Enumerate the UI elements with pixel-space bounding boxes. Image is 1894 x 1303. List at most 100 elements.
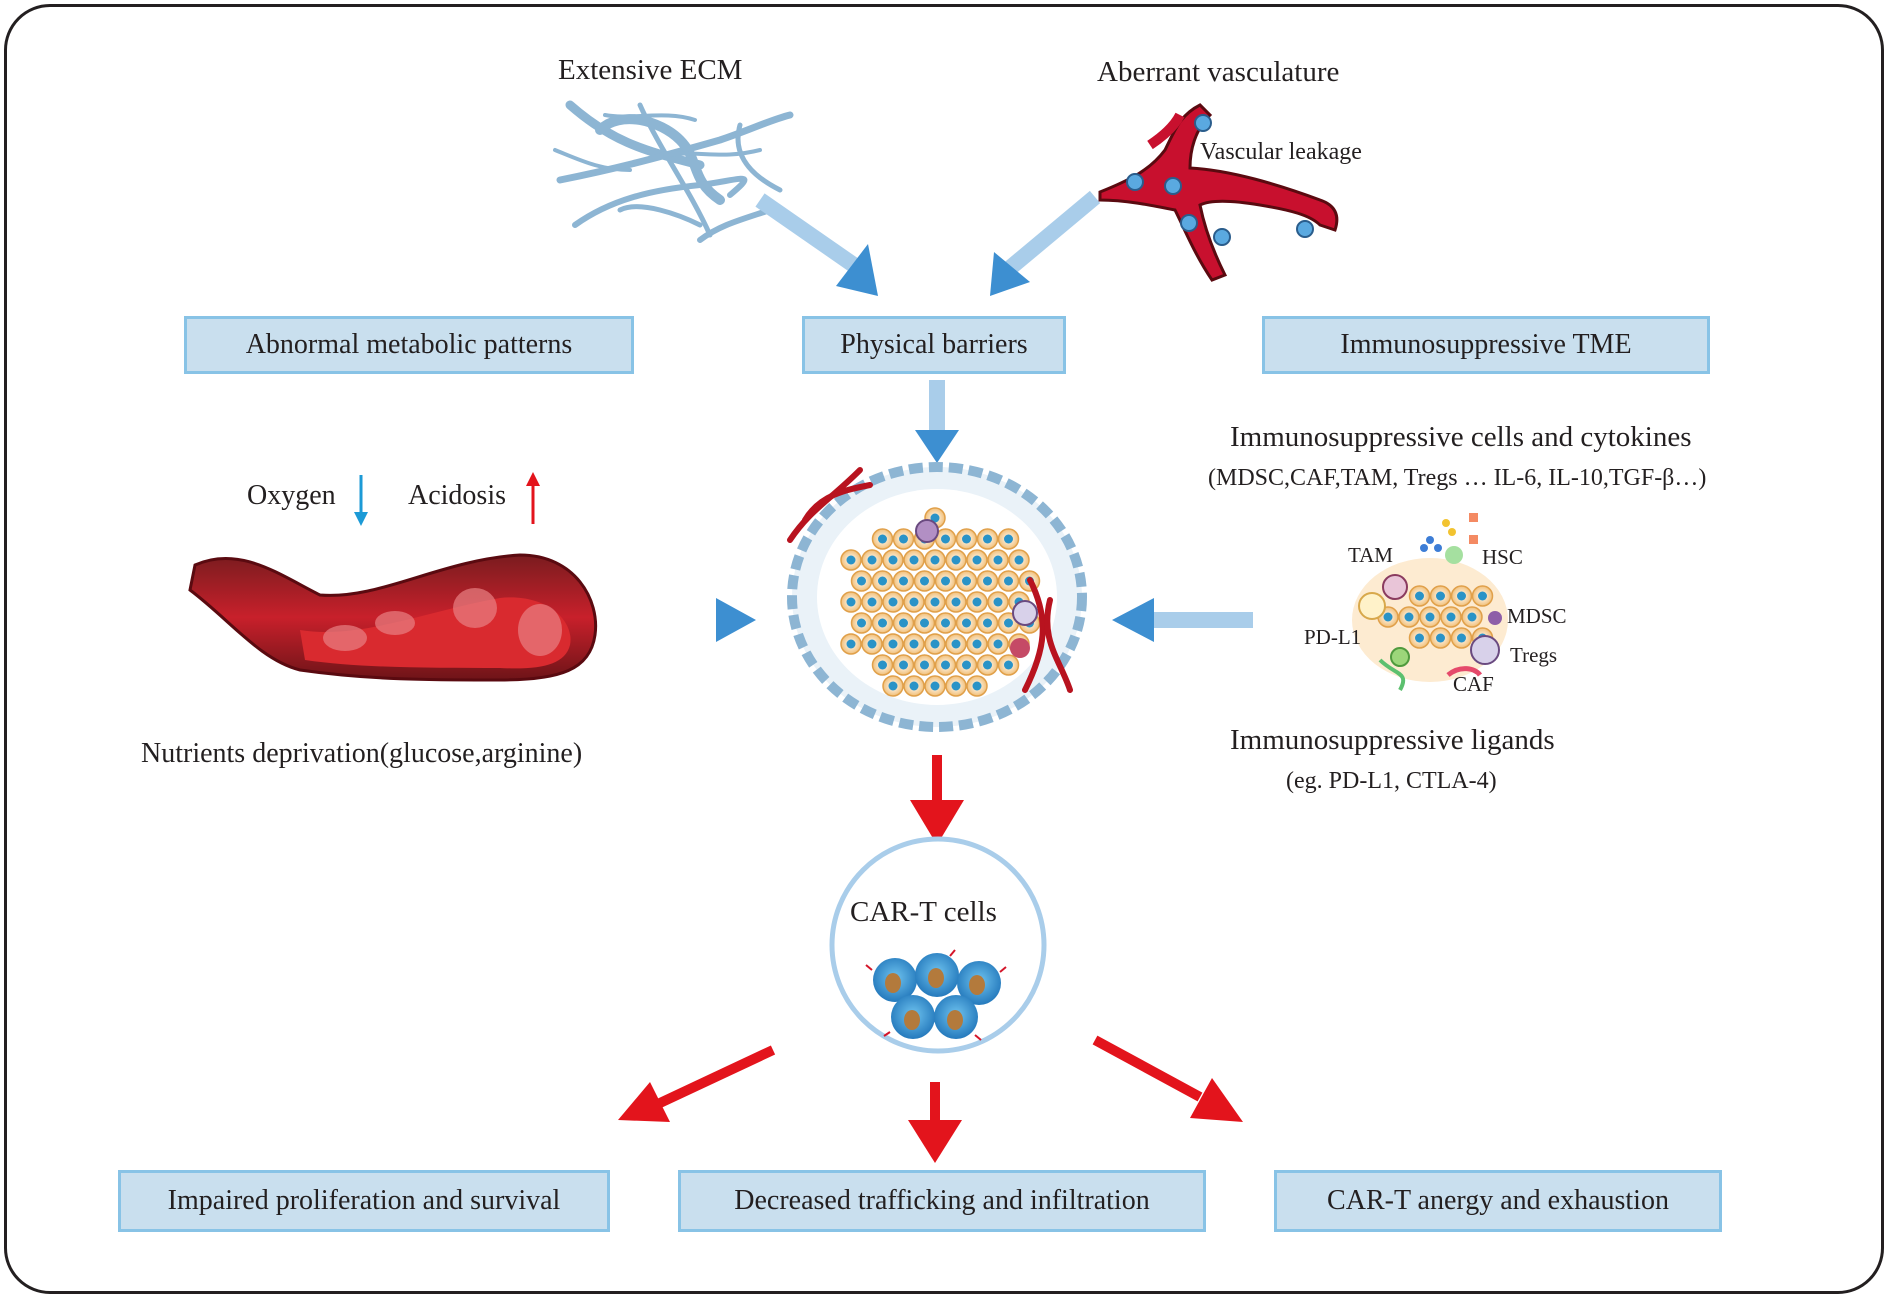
tumor-cell-nucleus: [846, 555, 856, 565]
tumor-cell-nucleus: [899, 660, 908, 670]
pdl1-label: PD-L1: [1304, 625, 1362, 649]
tumor-cell-nucleus: [846, 639, 856, 649]
tumor-cell-nucleus: [857, 576, 866, 586]
tumor-cell-nucleus: [867, 639, 877, 649]
tumor-cell-nucleus: [899, 618, 908, 628]
tumor-cell-nucleus: [951, 681, 961, 691]
outcome-box-proliferation: Impaired proliferation and survival: [118, 1170, 610, 1232]
tumor-cell-nucleus: [867, 555, 877, 565]
tumor-cell-nucleus: [972, 597, 982, 607]
tumor-cell-nucleus: [962, 534, 971, 544]
arrow-cart-to-trafficking: [908, 1082, 962, 1163]
tumor-cell-nucleus: [993, 555, 1003, 565]
arrow-cart-to-proliferation: [618, 1045, 776, 1122]
tumor-cell-nucleus: [1425, 612, 1435, 622]
tumor-cell-nucleus: [983, 534, 992, 544]
tumor-cell-nucleus: [888, 639, 898, 649]
tumor-cell-nucleus: [941, 660, 950, 670]
tumor-cell-nucleus: [1457, 591, 1466, 601]
tumor-cell-nucleus: [951, 555, 961, 565]
tumor-cell-nucleus: [899, 534, 908, 544]
nutrients-label: Nutrients deprivation(glucose,arginine): [141, 738, 583, 769]
immuno-cells-list: (MDSC,CAF,TAM, Tregs … IL-6, IL-10,TGF-β…: [1208, 465, 1707, 491]
oxygen-down-arrow-icon: [354, 475, 368, 526]
tumor-cell-nucleus: [878, 618, 887, 628]
tumor-cell-nucleus: [962, 576, 971, 586]
tumor-cell-nucleus: [1446, 612, 1456, 622]
tumor-cell-cluster: [840, 507, 1041, 697]
immuno-cells-title: Immunosuppressive cells and cytokines: [1230, 421, 1692, 453]
tumor-cell-nucleus: [1004, 534, 1013, 544]
hsc-label: HSC: [1482, 545, 1523, 569]
tumor-cell-nucleus: [951, 639, 961, 649]
tumor-cell-nucleus: [888, 555, 898, 565]
tumor-cell-nucleus: [983, 618, 992, 628]
ecm-fibers-icon: [553, 100, 794, 243]
tumor-cell-nucleus: [951, 597, 961, 607]
tumor-cell-nucleus: [930, 681, 940, 691]
cart-cells-label: CAR-T cells: [850, 896, 997, 928]
tumor-cell-nucleus: [1415, 633, 1424, 643]
cart-cells-icon: [865, 949, 1007, 1041]
tumor-cell-nucleus: [983, 660, 992, 670]
cart-cell-circle: [829, 836, 1047, 1054]
tumor-cell-nucleus: [1415, 591, 1424, 601]
outcome-box-exhaustion: CAR-T anergy and exhaustion: [1274, 1170, 1722, 1232]
tumor-cell-nucleus: [920, 576, 929, 586]
tumor-cell-nucleus: [920, 618, 929, 628]
vasculature-icon: [1098, 103, 1339, 282]
arrow-immuno-to-tumor: [1112, 598, 1253, 642]
category-box-physical: Physical barriers: [802, 316, 1066, 374]
tumor-cell-nucleus: [1436, 633, 1445, 643]
tumor-cell-nucleus: [878, 660, 887, 670]
tumor-cell-nucleus: [920, 660, 929, 670]
tumor-cell-nucleus: [1004, 618, 1013, 628]
acidosis-up-arrow-icon: [526, 472, 540, 524]
tumor-cell-nucleus: [993, 597, 1003, 607]
tumor-cell-nucleus: [1436, 591, 1445, 601]
tumor-cell-nucleus: [878, 576, 887, 586]
tumor-cell-nucleus: [972, 639, 982, 649]
arrow-barriers-to-tumor: [915, 380, 959, 463]
blood-vessel-icon: [188, 553, 598, 682]
tumor-cell-nucleus: [972, 555, 982, 565]
tumor-cell-nucleus: [1004, 576, 1013, 586]
tumor-cell-nucleus: [846, 597, 856, 607]
tumor-cell-nucleus: [909, 555, 919, 565]
oxygen-label: Oxygen: [247, 480, 336, 511]
tumor-cell-nucleus: [941, 534, 950, 544]
tumor-cell-nucleus: [993, 639, 1003, 649]
tumor-cell-nucleus: [930, 597, 940, 607]
tumor-cell-nucleus: [857, 618, 866, 628]
tumor-cell-nucleus: [941, 618, 950, 628]
tam-label: TAM: [1348, 543, 1393, 567]
tumor-cell-nucleus: [983, 576, 992, 586]
acidosis-label: Acidosis: [408, 480, 506, 511]
tumor-cell-nucleus: [909, 597, 919, 607]
arrow-metabolic-to-tumor: [615, 598, 756, 642]
tumor-cell-nucleus: [962, 660, 971, 670]
arrow-cart-to-exhaustion: [1092, 1035, 1243, 1122]
tregs-label: Tregs: [1510, 643, 1558, 667]
tumor-cell-nucleus: [867, 597, 877, 607]
immuno-ligands-title: Immunosuppressive ligands: [1230, 724, 1555, 756]
tumor-cell-nucleus: [962, 618, 971, 628]
cytokine-dots-icon: [1420, 513, 1478, 552]
arrow-vasculature-to-barriers: [990, 190, 1101, 296]
tumor-cell-nucleus: [1404, 612, 1414, 622]
tumor-cell-nucleus: [930, 555, 940, 565]
tumor-cell-nucleus: [972, 681, 982, 691]
category-box-metabolic: Abnormal metabolic patterns: [184, 316, 634, 374]
tumor-cell-nucleus: [888, 681, 898, 691]
immuno-ligands-list: (eg. PD-L1, CTLA-4): [1286, 768, 1497, 794]
tumor-cell-nucleus: [1467, 612, 1477, 622]
tumor-microenvironment-icon: [787, 462, 1087, 732]
category-box-immunosuppressive-tme: Immunosuppressive TME: [1262, 316, 1710, 374]
tumor-cell-nucleus: [909, 639, 919, 649]
arrow-ecm-to-barriers: [755, 193, 878, 296]
tumor-cell-nucleus: [1478, 591, 1487, 601]
mdsc-label: MDSC: [1507, 604, 1567, 628]
tumor-cell-nucleus: [888, 597, 898, 607]
arrow-tumor-to-cart: [910, 755, 964, 845]
